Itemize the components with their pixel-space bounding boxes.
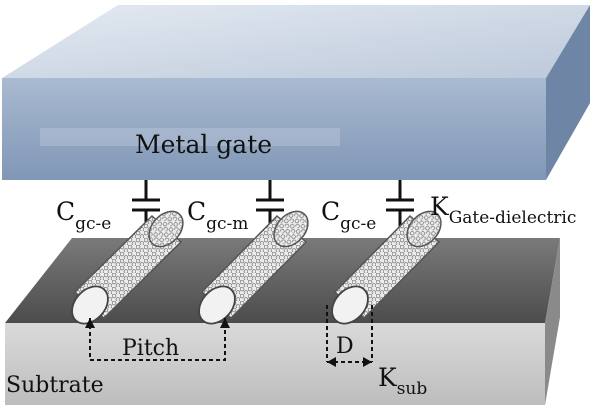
cap-middle-sub: gc-m xyxy=(206,214,248,234)
gate-front-highlight xyxy=(40,128,340,146)
cap-left-main: C xyxy=(56,197,75,226)
gate-right-face xyxy=(546,5,590,180)
pitch-dimension xyxy=(85,318,230,361)
substrate-front-face xyxy=(5,323,545,405)
k-sub-sub: sub xyxy=(397,379,428,399)
k-gate-dielectric-label: KGate-dielectric xyxy=(430,192,576,228)
cap-right-label: Cgc-e xyxy=(321,197,376,234)
cap-middle-main: C xyxy=(187,197,206,226)
diameter-dimension xyxy=(326,305,373,367)
pitch-label: Pitch xyxy=(122,336,179,361)
metal-gate xyxy=(2,5,590,180)
k-sub-label: Ksub xyxy=(378,363,427,399)
cap-left-label: Cgc-e xyxy=(56,197,111,234)
nanotube-right xyxy=(331,210,442,325)
metal-gate-label: Metal gate xyxy=(135,130,272,159)
gate-top-face xyxy=(2,5,590,78)
nanotube-left xyxy=(71,210,184,325)
substrate-label: Subtrate xyxy=(6,373,104,398)
nanotube-middle-end xyxy=(198,285,236,325)
k-sub-main: K xyxy=(378,363,398,392)
k-gate-sub: Gate-dielectric xyxy=(449,208,577,228)
cap-right-main: C xyxy=(321,197,340,226)
substrate-right-face xyxy=(545,238,560,405)
nanotube-right-end xyxy=(331,285,369,325)
diameter-label: D xyxy=(336,334,354,359)
k-gate-main: K xyxy=(430,192,450,221)
cap-right-sub: gc-e xyxy=(340,214,376,234)
cap-left-sub: gc-e xyxy=(75,214,111,234)
nanotube-middle xyxy=(198,210,309,325)
cap-middle-label: Cgc-m xyxy=(187,197,248,234)
nanotube-left-end xyxy=(71,285,109,325)
